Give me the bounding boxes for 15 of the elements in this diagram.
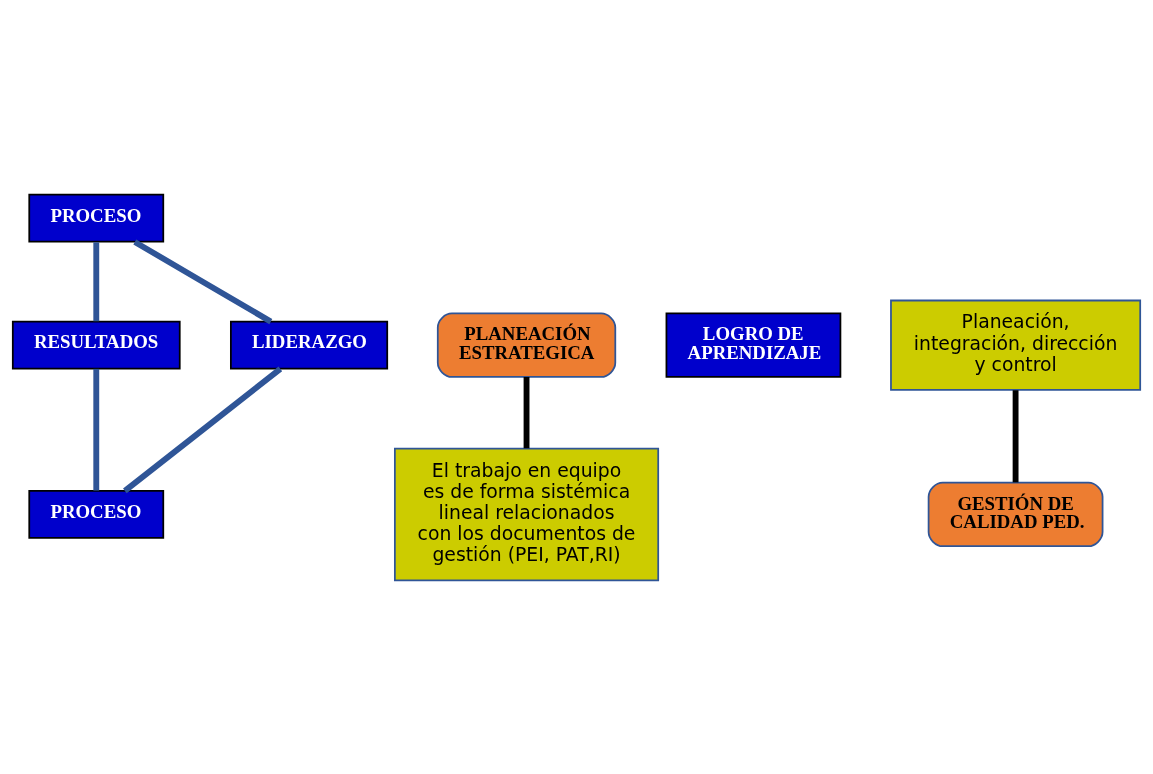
connector bbox=[523, 376, 530, 448]
node-box: PROCESO bbox=[28, 193, 165, 243]
node-box: PLANEACIÓN ESTRATEGICA bbox=[436, 312, 617, 378]
connector bbox=[133, 238, 273, 324]
node-box: LOGRO DE APRENDIZAJE bbox=[665, 312, 842, 378]
node-box: Planeación, integración, dirección y control bbox=[890, 299, 1142, 391]
node-box: LIDERAZGO bbox=[230, 320, 389, 370]
node-box: RESULTADOS bbox=[11, 320, 181, 370]
connector bbox=[1012, 389, 1019, 482]
connector bbox=[93, 368, 100, 491]
node-box: PROCESO bbox=[28, 489, 165, 539]
connector bbox=[123, 366, 283, 493]
node-box: El trabajo en equipo es de forma sistémica lineal relacionados con los documentos de gestión (PEI, PAT,RI) bbox=[394, 447, 660, 581]
node-box: GESTIÓN DE CALIDAD PED. bbox=[927, 481, 1104, 547]
connector bbox=[93, 241, 100, 321]
